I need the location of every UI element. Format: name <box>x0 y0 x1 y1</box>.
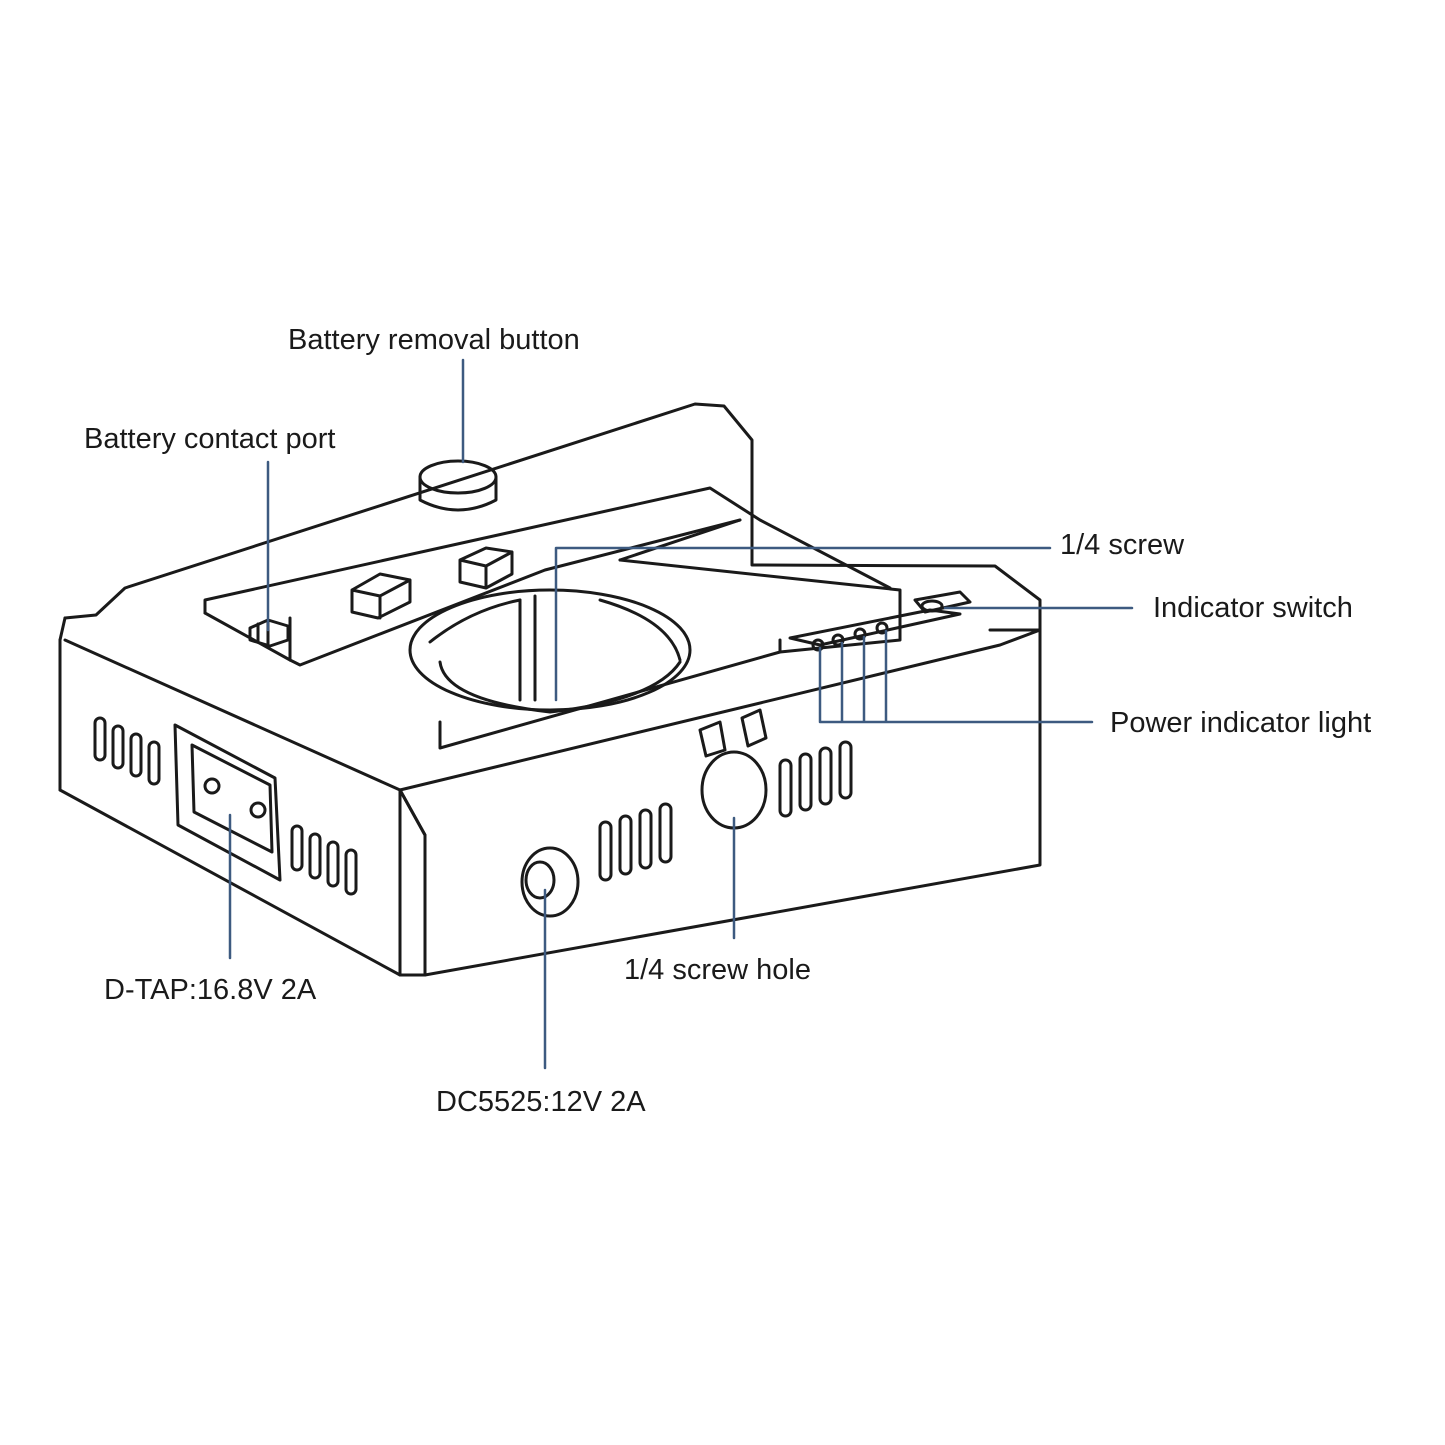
label-indicator-switch: Indicator switch <box>1153 592 1353 624</box>
label-battery-removal-button: Battery removal button <box>288 324 580 356</box>
front-face <box>398 628 1042 977</box>
screw-hole <box>700 750 768 830</box>
tray-bottom-2 <box>438 638 782 750</box>
left-face <box>58 638 427 977</box>
label-dtap: D-TAP:16.8V 2A <box>104 974 317 1006</box>
leader-quarter-screw <box>554 546 1052 702</box>
label-dc5525: DC5525:12V 2A <box>436 1086 646 1118</box>
removal-button-side <box>418 475 498 512</box>
vents-left-1 <box>93 716 161 786</box>
screw-hole-tabs <box>698 708 768 758</box>
tray-inner <box>288 518 742 667</box>
label-screw-hole: 1/4 screw hole <box>624 954 811 986</box>
label-quarter-screw: 1/4 screw <box>1060 529 1185 561</box>
removal-button-top <box>418 459 498 495</box>
screw-recess-inner <box>438 660 682 714</box>
tray-panel-inner <box>618 518 742 562</box>
leader-power-indicator <box>818 629 1094 724</box>
dtap-port-frame <box>173 723 282 882</box>
leader-lines <box>228 358 1134 1070</box>
label-power-indicator-light: Power indicator light <box>1110 707 1372 739</box>
vents-front-1 <box>598 802 673 882</box>
tray-top-edge <box>203 486 892 615</box>
tray-bottom <box>203 611 292 662</box>
back-plate <box>63 402 1042 632</box>
screw-recess-outer <box>408 588 692 712</box>
indicator-strip <box>788 608 962 647</box>
dc-barrel-inner <box>524 860 556 900</box>
vents-left-2 <box>290 824 358 896</box>
vents-front-2 <box>778 740 853 818</box>
dtap-port-inner <box>190 743 274 854</box>
label-battery-contact-port: Battery contact port <box>84 423 336 455</box>
contact-clip-2 <box>458 546 514 590</box>
front-top-edge <box>63 628 1042 792</box>
corner-bevel <box>398 788 427 837</box>
dc-barrel-outer <box>520 846 580 918</box>
contact-clip-1 <box>350 572 412 620</box>
